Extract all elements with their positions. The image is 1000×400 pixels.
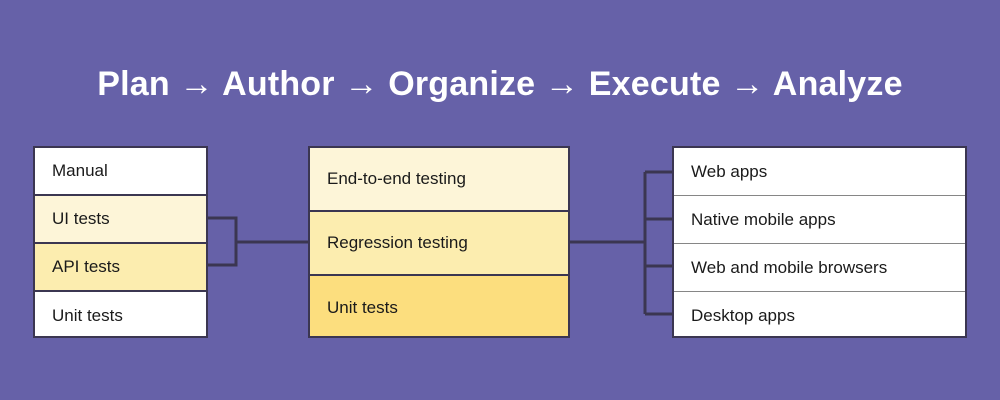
platforms-group: Web apps Native mobile apps Web and mobi… [672, 146, 967, 338]
list-item[interactable]: Web and mobile browsers [674, 244, 965, 292]
left-bracket-spine [208, 216, 238, 267]
test-types-group: Manual UI tests API tests Unit tests [33, 146, 208, 338]
list-item[interactable]: UI tests [35, 196, 206, 244]
list-item[interactable]: Web apps [674, 148, 965, 196]
list-item[interactable]: Manual [35, 148, 206, 196]
list-item[interactable]: Unit tests [35, 292, 206, 336]
list-item[interactable]: Native mobile apps [674, 196, 965, 244]
list-item[interactable]: Desktop apps [674, 292, 965, 336]
list-item[interactable]: API tests [35, 244, 206, 292]
list-item[interactable]: Regression testing [310, 212, 568, 276]
test-levels-group: End-to-end testing Regression testing Un… [308, 146, 570, 338]
list-item[interactable]: End-to-end testing [310, 148, 568, 212]
page-title: Plan → Author → Organize → Execute → Ana… [97, 65, 903, 103]
list-item[interactable]: Unit tests [310, 276, 568, 336]
